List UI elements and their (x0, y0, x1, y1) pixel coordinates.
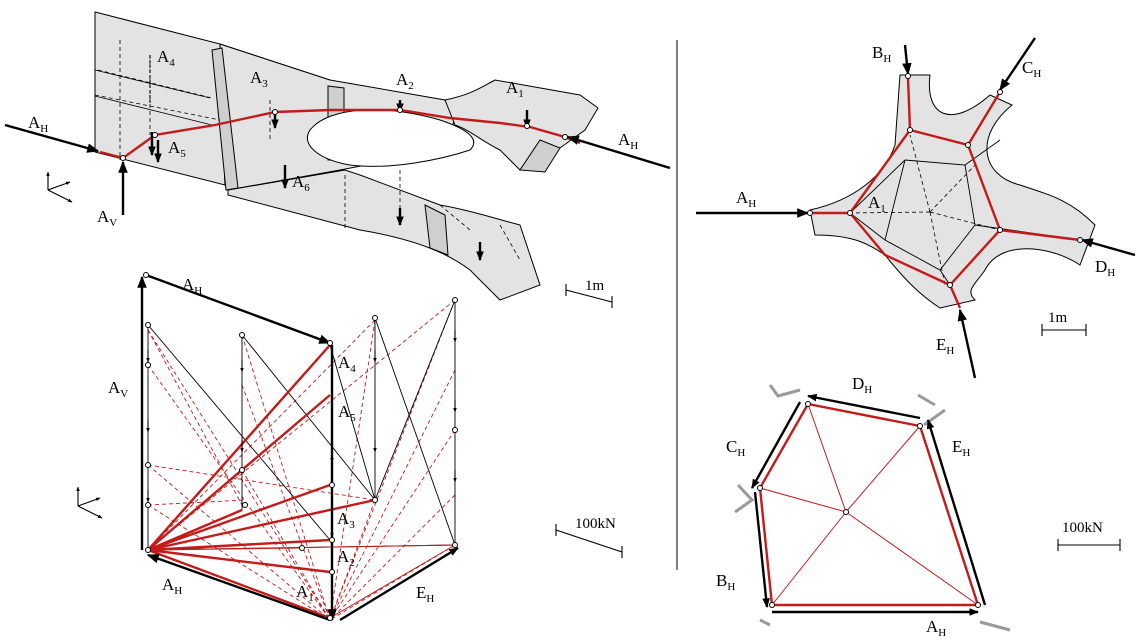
scale-bar-1m-left: 1m (565, 278, 613, 308)
form-nodes (120, 107, 568, 161)
vault-left-block (94, 11, 226, 186)
label-f-e-h: EH (416, 583, 434, 605)
force-3d-panel: AH AV A4 A5 A3 A2 A1 AH EH 100kN (76, 272, 623, 622)
label-f-a3: A3 (337, 509, 355, 531)
force-e-h (339, 546, 459, 622)
plan-nodes (807, 73, 1083, 288)
form-3d-panel: AH AH AV A1 A2 A3 A4 A5 A6 1m (4, 11, 671, 308)
force-a-h-top (145, 273, 332, 345)
label-a-v: AV (97, 207, 117, 229)
force-plan-b-h (753, 491, 770, 608)
label-a2: A2 (396, 70, 414, 92)
label-fp-a-h: AH (926, 617, 946, 639)
force-plan-red-outline (758, 402, 980, 607)
label-fp-c-h: CH (726, 437, 745, 459)
box-edges (94, 12, 331, 152)
force-3d-vertical-ticks (146, 330, 457, 538)
plan-outline (809, 74, 1096, 309)
svg-text:100kN: 100kN (575, 516, 616, 532)
label-p-c-h: CH (1022, 58, 1041, 80)
force-plan-red-spokes (759, 403, 979, 606)
svg-text:100kN: 100kN (1062, 520, 1103, 536)
scale-bar-100kn-right: 100kN (1057, 520, 1121, 551)
plan-thrust-c-h (999, 37, 1036, 91)
force-plan-e-h (926, 419, 987, 606)
plan-dashed (849, 134, 1001, 286)
label-f-a4: A4 (338, 353, 356, 375)
force-plan-panel: DH CH EH BH AH 100kN (716, 374, 1121, 639)
form-funicular (99, 108, 581, 160)
label-p-e-h: EH (936, 335, 954, 357)
label-a-h-right: AH (618, 130, 638, 152)
label-p-a1: A1 (868, 193, 886, 215)
plan-funicular-arms (810, 77, 1081, 309)
label-p-d-h: DH (1095, 257, 1115, 279)
label-f-a-v: AV (108, 378, 128, 400)
plan-thrust-e-h (957, 308, 977, 379)
label-f-a-h-bottom: AH (162, 575, 182, 597)
label-fp-d-h: DH (852, 374, 872, 396)
label-p-a-h: AH (736, 188, 756, 210)
vault-lower-arm (227, 169, 541, 301)
form-plan-panel: BH CH AH A1 DH EH 1m (696, 37, 1136, 379)
force-a-h-bottom (146, 553, 331, 622)
force-plan-nodes (757, 401, 981, 608)
svg-text:1m: 1m (1048, 310, 1068, 326)
label-a3: A3 (250, 68, 268, 90)
scale-bar-100kn-left: 100kN (555, 516, 623, 558)
thrust-a-h-left (4, 123, 100, 153)
axes-icon-bottom (76, 486, 103, 519)
label-a6: A6 (292, 172, 310, 194)
thrust-a-h-right (566, 135, 671, 170)
label-f-a1: A1 (296, 582, 314, 604)
label-a5: A5 (168, 138, 186, 160)
force-3d-red (147, 344, 376, 620)
plan-thrust-d-h (1080, 238, 1136, 257)
force-3d-dashed (147, 299, 456, 621)
label-a1: A1 (506, 78, 524, 100)
label-f-a-h-top: AH (182, 275, 202, 297)
label-fp-e-h: EH (952, 437, 970, 459)
svg-text:1m: 1m (585, 278, 605, 294)
label-fp-b-h: BH (716, 571, 735, 593)
label-p-b-h: BH (872, 43, 891, 65)
plan-thrust-b-h (902, 44, 912, 76)
label-a-h-left: AH (28, 113, 48, 135)
wall-slab-1 (211, 47, 239, 191)
label-a4: A4 (157, 47, 175, 69)
wall-slab-4 (519, 139, 561, 173)
hidden-edges (94, 40, 521, 261)
force-plan-c-h (750, 401, 802, 489)
scale-bar-1m-right: 1m (1041, 310, 1087, 336)
wall-slab-3 (424, 204, 449, 256)
label-f-a5: A5 (338, 402, 356, 424)
label-f-a2: A2 (337, 547, 355, 569)
force-plan-grey-bounds (734, 384, 1011, 632)
force-plan-d-h (807, 393, 921, 420)
axes-icon-top (46, 171, 73, 203)
force-3d-nodes (143, 272, 458, 621)
